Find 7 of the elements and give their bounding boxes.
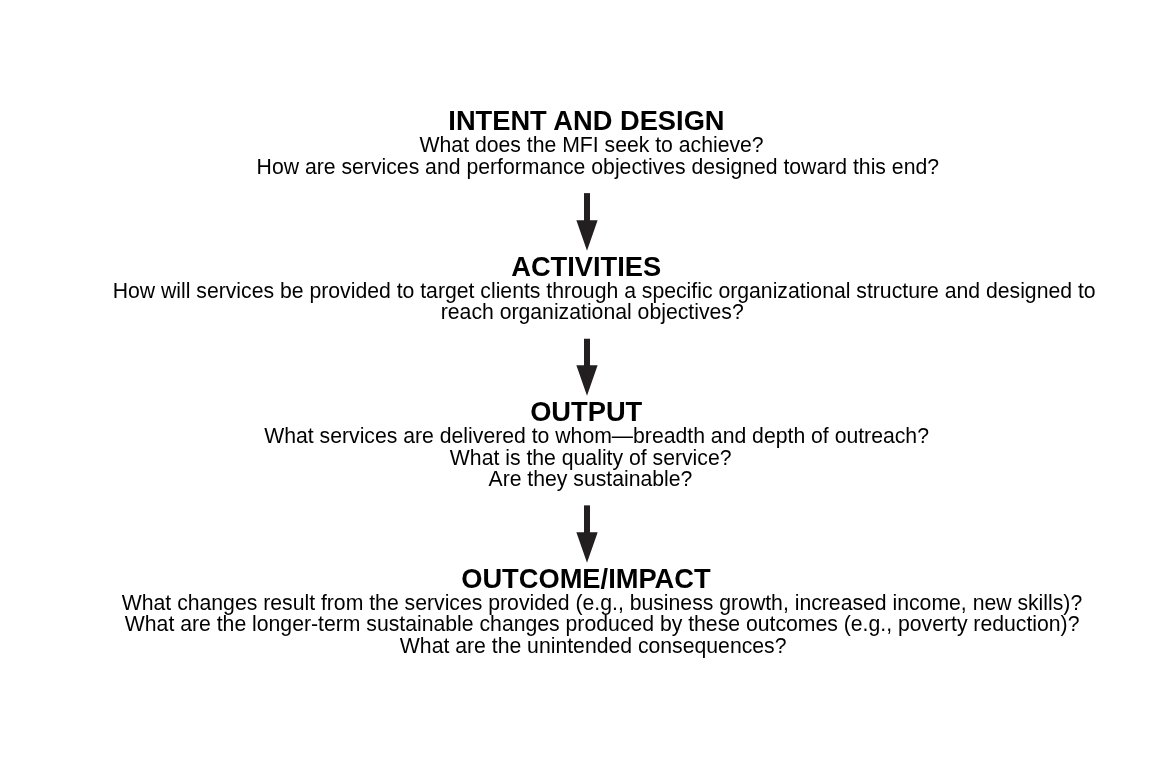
node-text: INTENT AND DESIGN What does the MFI seek to achieve? How are services and performance objectives designed toward this end? bbox=[256, 105, 940, 178]
node-text: ACTIVITIES How will services be provided to target clients through a specific organizational structure and designed to reach organizational objectives? bbox=[112, 250, 1096, 324]
node-text: OUTCOME/IMPACT What changes result from the services provided (e.g., business growth, increased income, new skills)? What are the longer-term sustainable changes produced by these outcomes (e.g., poverty reduction)? What are the unintended consequences? bbox=[121, 562, 1083, 657]
arrow bbox=[576, 338, 598, 396]
arrow bbox=[576, 193, 598, 251]
node-text: OUTPUT What services are delivered to whom—breadth and depth of outreach? What is the quality of service? Are they sustainable? bbox=[264, 395, 929, 490]
arrow bbox=[576, 505, 598, 563]
